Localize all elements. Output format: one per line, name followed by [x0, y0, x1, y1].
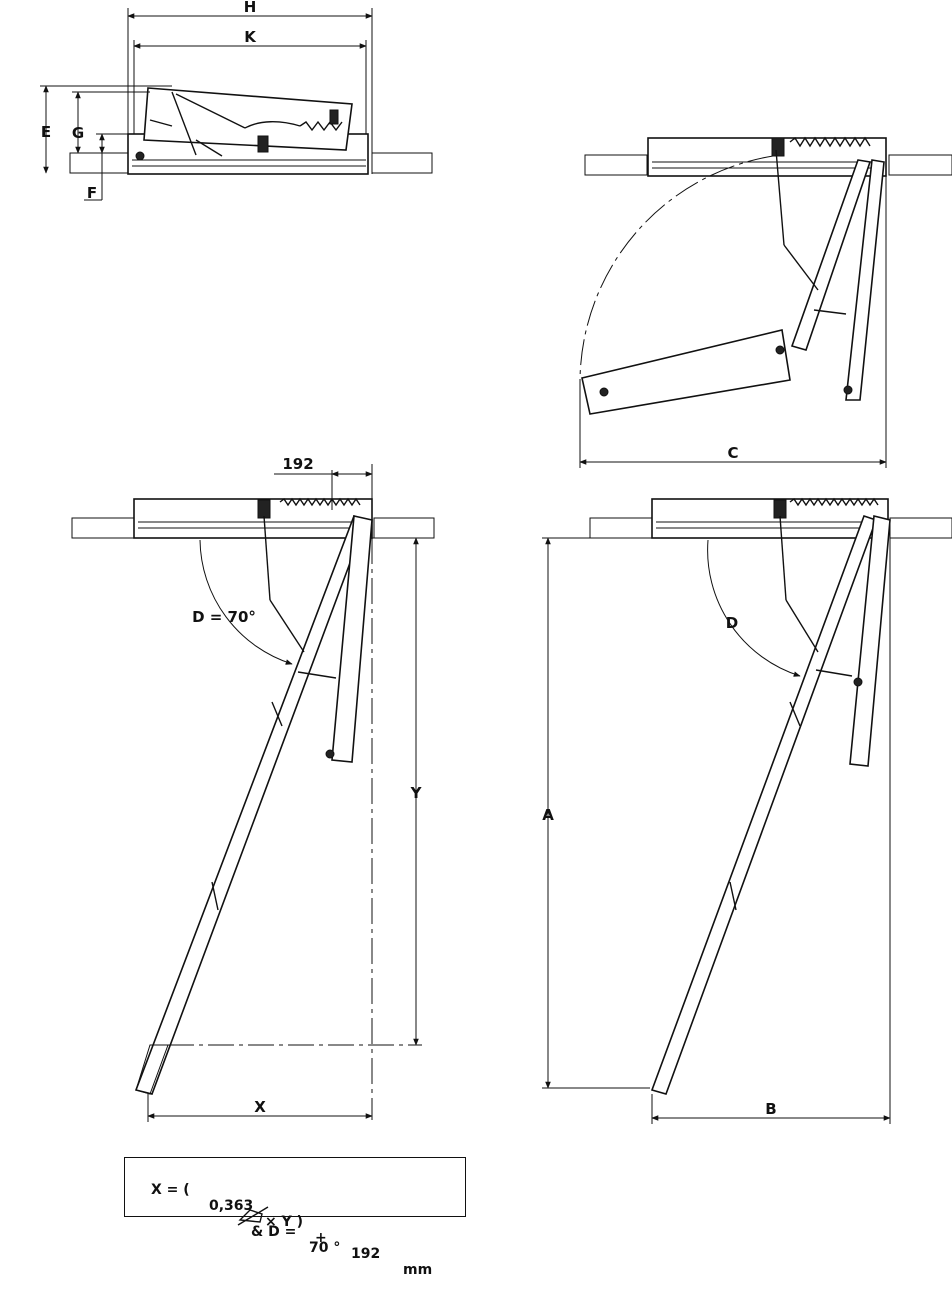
formula-box: X = ( 0,363 × Y ) + 192 mm & D = 70 °: [124, 1157, 466, 1278]
label-H: H: [244, 0, 257, 16]
label-F: F: [87, 184, 97, 202]
formula-coef: 0,363: [209, 1198, 254, 1214]
label-E: E: [41, 123, 51, 141]
ceiling-hatch-left-3: [71, 517, 135, 539]
ladder-long-stile-2: [650, 514, 878, 1095]
ceiling-hatch-right-3: [373, 517, 435, 539]
ladder-foot: [135, 1044, 169, 1095]
label-D: D: [726, 614, 738, 632]
label-K: K: [244, 28, 257, 46]
ladder-long-stile: [134, 514, 368, 1095]
label-X: X: [254, 1098, 266, 1116]
view-open-xy: D = 70° 192 Y X: [71, 455, 435, 1122]
formula-x-eq: X = (: [151, 1182, 190, 1198]
ceiling-hatch-left-2: [584, 154, 648, 176]
ladder-short-stile: [331, 515, 373, 763]
view-opening: C: [579, 136, 952, 468]
label-A: A: [542, 806, 554, 824]
label-C: C: [727, 444, 738, 462]
view-closed: H K E G F: [40, 0, 433, 202]
ladder-bottom-section: [581, 329, 791, 415]
view-open-ab: D A B: [542, 497, 952, 1124]
label-B: B: [765, 1100, 776, 1118]
formula-row-2: & D = 70 °: [125, 1192, 465, 1272]
formula-angle: 70 °: [309, 1240, 341, 1256]
frame-box-4: [651, 498, 889, 539]
label-192: 192: [282, 455, 313, 473]
label-Y: Y: [410, 784, 423, 802]
formula-amp-d: & D =: [251, 1224, 297, 1240]
ceiling-hatch-left: [69, 152, 129, 174]
ceiling-hatch-right-2: [888, 154, 952, 176]
ceiling-hatch-left-4: [589, 517, 653, 539]
ceiling-hatch-right-4: [889, 517, 952, 539]
ladder-lower-section: [845, 159, 885, 401]
folded-ladder: [143, 87, 353, 151]
ceiling-hatch-right: [371, 152, 433, 174]
label-D70: D = 70°: [192, 608, 256, 626]
label-G: G: [72, 124, 84, 142]
ladder-technical-drawing: H K E G F: [40, 0, 952, 1124]
